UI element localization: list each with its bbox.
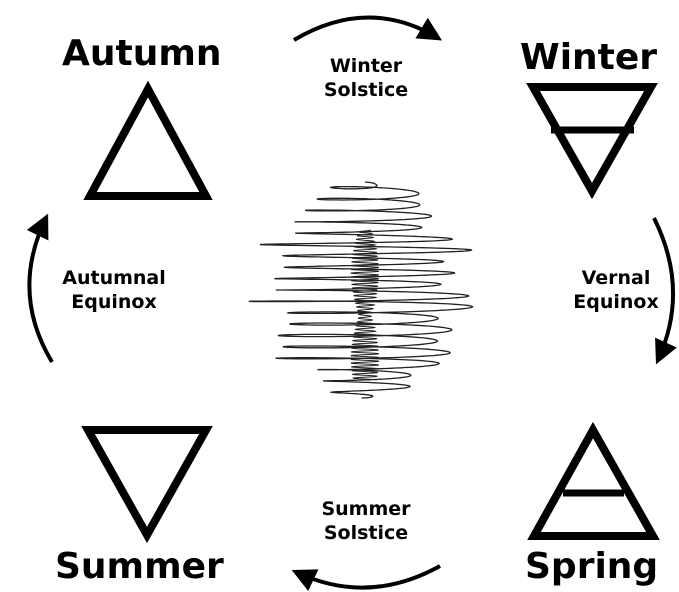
transition-label-summer-solstice: Summer Solstice [296,497,436,545]
transition-line: Summer [296,497,436,521]
earth-triangle-icon [533,87,651,191]
spiral-core-line [351,230,379,380]
arrow-spring-to-summer [296,566,440,588]
transition-line: Vernal [546,266,679,290]
fire-triangle-icon [90,89,206,196]
season-label-winter: Winter [520,38,657,78]
transition-line: Solstice [296,521,436,545]
spiral-sphere-graphic [249,182,473,398]
water-triangle-icon [88,430,206,535]
transition-label-vernal-equinox: Vernal Equinox [546,266,679,314]
transition-line: Equinox [546,290,679,314]
transition-line: Equinox [44,290,184,314]
transition-line: Winter [296,54,436,78]
air-triangle-icon [534,430,653,536]
transition-label-winter-solstice: Winter Solstice [296,54,436,102]
arrow-autumn-to-winter [294,17,438,40]
transition-line: Autumnal [44,266,184,290]
transition-label-autumnal-equinox: Autumnal Equinox [44,266,184,314]
spiral-line [249,182,473,398]
season-label-autumn: Autumn [62,34,221,74]
transition-line: Solstice [296,78,436,102]
season-label-summer: Summer [55,547,224,587]
season-label-spring: Spring [525,547,658,587]
